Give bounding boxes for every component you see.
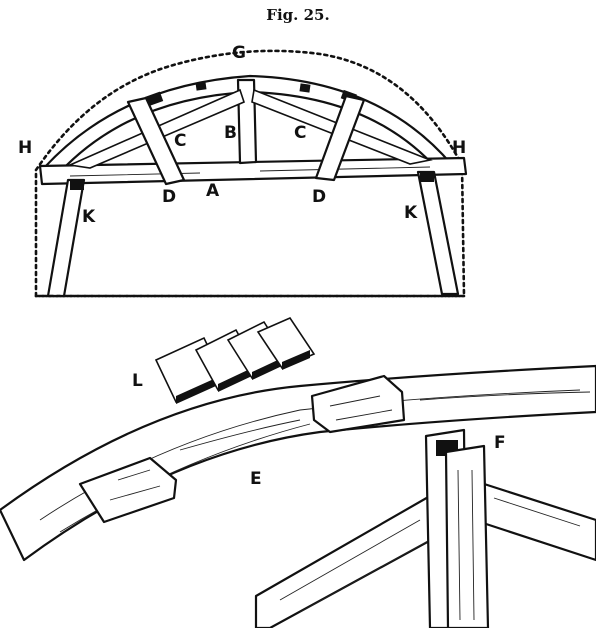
strut-d-right xyxy=(314,94,366,182)
label-d-left: D xyxy=(162,187,176,207)
rib-segment-e xyxy=(0,364,596,562)
label-a: A xyxy=(206,181,220,201)
label-h-right: H xyxy=(452,138,466,158)
label-c-left: C xyxy=(174,131,186,151)
label-f: F xyxy=(494,433,506,453)
label-e: E xyxy=(250,469,262,489)
figure-title: Fig. 25. xyxy=(266,6,330,24)
lagging-boards-l xyxy=(154,316,316,404)
joint-block-right xyxy=(310,374,406,434)
arch-outline-dashed xyxy=(34,49,466,298)
label-k-left: K xyxy=(82,207,96,227)
leg-k-right xyxy=(416,170,460,296)
label-b: B xyxy=(224,123,237,143)
joint-block-left xyxy=(78,456,178,524)
label-l: L xyxy=(132,371,143,391)
label-h-left: H xyxy=(18,138,32,158)
label-g: G xyxy=(232,43,246,63)
leg-k-left xyxy=(46,178,86,298)
label-c-right: C xyxy=(294,123,306,143)
label-d-right: D xyxy=(312,187,326,207)
post-joint-f xyxy=(254,428,596,628)
label-k-right: K xyxy=(404,203,418,223)
strut-d-left xyxy=(126,96,186,186)
leg-k-right-wedge xyxy=(420,172,434,182)
leg-k-left-wedge xyxy=(70,180,84,190)
centering-frame xyxy=(34,49,468,298)
